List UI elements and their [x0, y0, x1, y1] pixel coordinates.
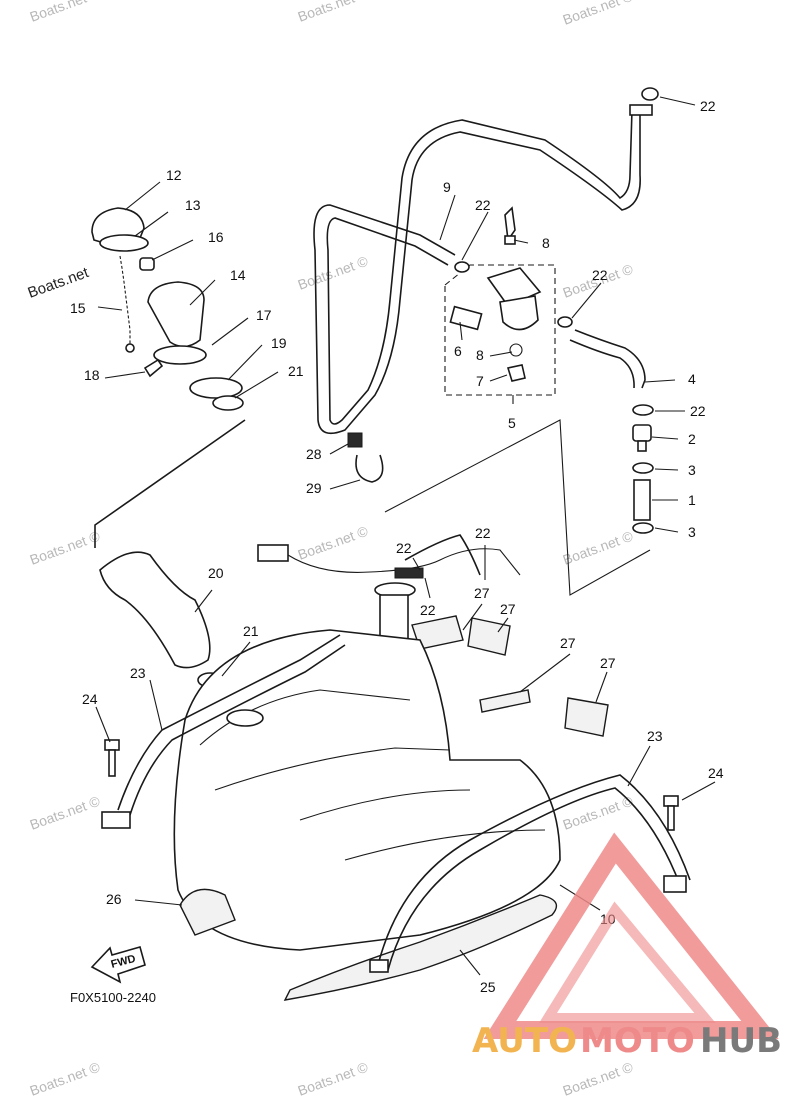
callout-2: 2	[688, 431, 696, 447]
watermark: Boats.net ©	[296, 252, 371, 292]
callout-6: 6	[454, 343, 462, 359]
callout-22: 22	[700, 98, 716, 114]
callout-10: 9	[443, 179, 451, 195]
foam-pads	[411, 615, 609, 737]
watermark: Boats.net ©	[296, 0, 371, 25]
callout-16: 16	[208, 229, 224, 245]
callout-22: 22	[475, 525, 491, 541]
callout-27: 27	[560, 635, 576, 651]
callout-19: 19	[271, 335, 287, 351]
watermark: Boats.net ©	[561, 527, 636, 567]
logo-text-moto: MOTO	[580, 1021, 695, 1061]
callout-25: 25	[480, 979, 496, 995]
callout-1: 1	[688, 492, 696, 508]
callout-20: 20	[208, 565, 224, 581]
callout-15: 15	[70, 300, 86, 316]
connector-stack	[632, 404, 654, 534]
callout-8: 8	[476, 347, 484, 363]
fwd-arrow-icon: FWD	[90, 946, 146, 984]
leader-lines	[95, 96, 716, 976]
watermark: Boats.net ©	[296, 522, 371, 562]
callout-18: 18	[84, 367, 100, 383]
callout-23: 23	[130, 665, 146, 681]
callout-28: 28	[306, 446, 322, 462]
callout-22: 22	[592, 267, 608, 283]
callout-23: 23	[647, 728, 663, 744]
vent-hose-10	[313, 87, 659, 435]
callout-21: 21	[243, 623, 259, 639]
callout-13: 13	[185, 197, 201, 213]
watermark: Boats.net ©	[28, 527, 103, 567]
fuel-tank	[173, 629, 561, 1001]
callout-12: 12	[166, 167, 182, 183]
logo-text-auto: AUTO	[472, 1021, 577, 1061]
callout-26: 26	[106, 891, 122, 907]
watermark: Boats.net ©	[28, 792, 103, 832]
callout-14: 14	[230, 267, 246, 283]
clip-28-29	[347, 432, 384, 483]
callout-24: 24	[708, 765, 724, 781]
callout-24: 24	[82, 691, 98, 707]
callout-17: 17	[256, 307, 272, 323]
callout-27: 27	[474, 585, 490, 601]
callout-22: 22	[690, 403, 706, 419]
callout-4: 4	[688, 371, 696, 387]
fuel-sender-wiring	[257, 419, 651, 596]
callout-9: 8	[542, 235, 550, 251]
watermark: Boats.net ©	[296, 1058, 371, 1098]
callout-3: 3	[688, 524, 696, 540]
watermark: Boats.net ©	[28, 1058, 103, 1098]
watermark: Boats.net ©	[561, 792, 636, 832]
callout-22: 22	[475, 197, 491, 213]
callout-29: 29	[306, 480, 322, 496]
callout-22: 22	[396, 540, 412, 556]
callout-27: 27	[600, 655, 616, 671]
callout-21: 21	[288, 363, 304, 379]
watermark-plain: Boats.net	[26, 264, 92, 302]
filler-neck-assembly	[91, 207, 244, 411]
logo-text-hub: HUB	[700, 1021, 782, 1061]
fuel-filter-assembly	[444, 206, 556, 396]
bolts	[104, 739, 679, 831]
callout-7: 7	[476, 373, 484, 389]
hose-4	[454, 261, 646, 389]
tank-straps	[101, 634, 691, 973]
diagram-code: F0X5100-2240	[70, 990, 156, 1005]
automotohub-logo: AUTO MOTO HUB	[472, 832, 782, 1061]
watermark: Boats.net ©	[561, 0, 636, 28]
callout-labels: 12 13 16 14 15 17 18 19 21 9 22 8 22 6 8…	[70, 98, 724, 995]
callout-27: 27	[500, 601, 516, 617]
callout-3: 3	[688, 462, 696, 478]
callout-22: 22	[420, 602, 436, 618]
watermark: Boats.net ©	[28, 0, 103, 25]
filler-hose-20	[94, 419, 246, 688]
watermark: Boats.net ©	[561, 1058, 636, 1098]
callout-5: 5	[508, 415, 516, 431]
